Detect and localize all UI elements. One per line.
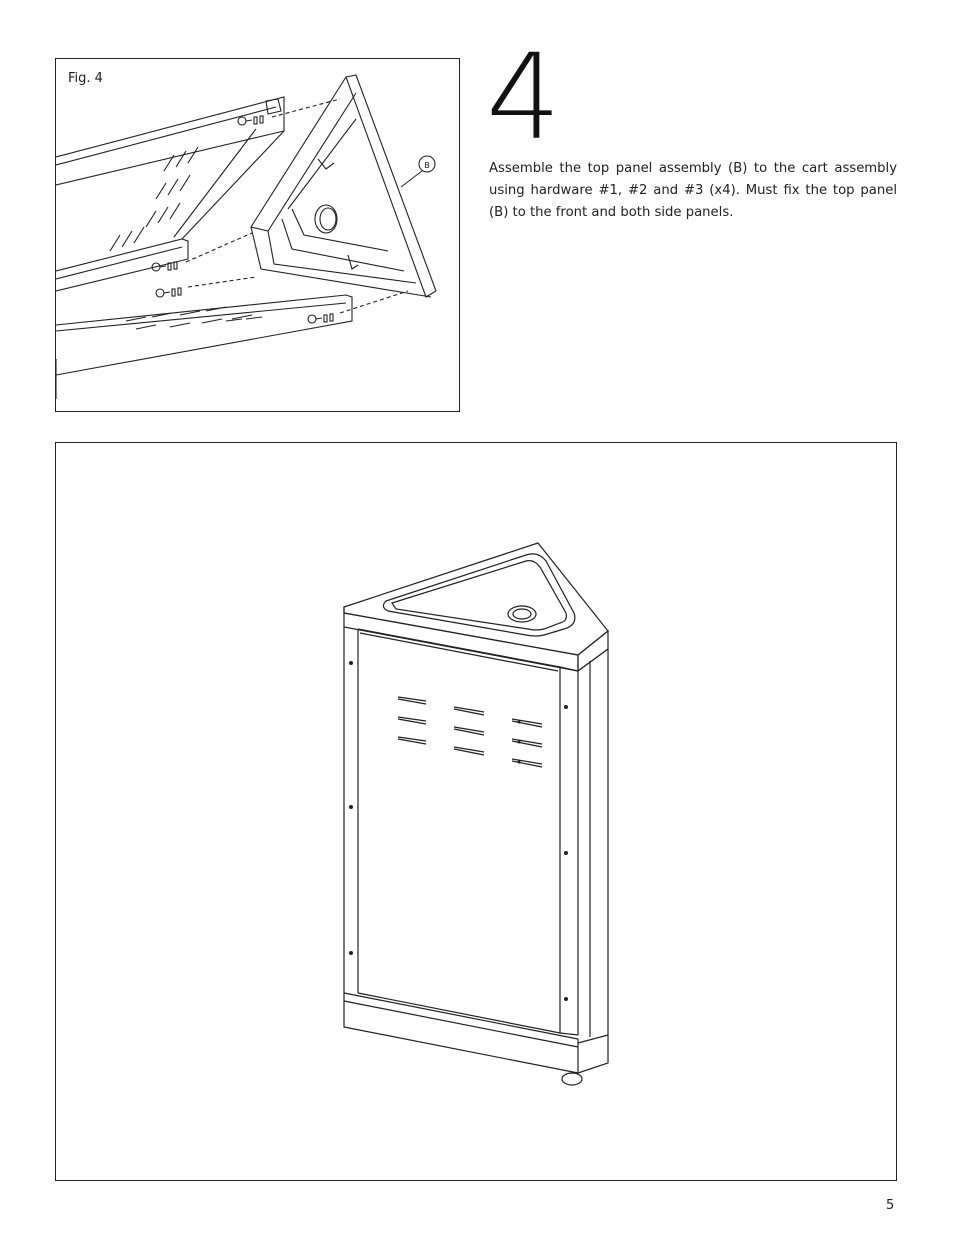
step-number: 4 [486,28,562,166]
exploded-assembly-drawing: B [56,74,437,399]
step-instructions: Assemble the top panel assembly (B) to t… [489,161,897,220]
figure-label: Fig. 4 [68,71,103,86]
corner-cart-drawing [343,542,609,1086]
callout-b-label: B [424,161,430,170]
figure-4-panel: Fig. 4 [55,58,460,412]
assembled-cart-panel [55,442,897,1181]
page-number: 5 [886,1198,895,1213]
